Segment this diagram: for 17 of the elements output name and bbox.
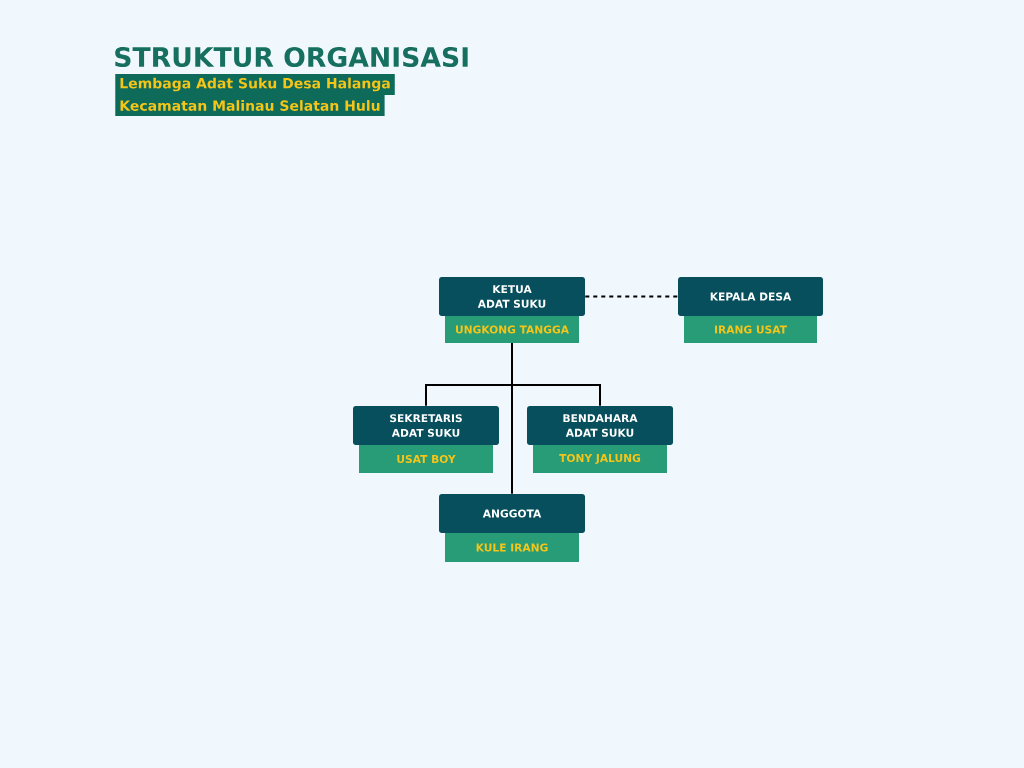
position-box: SEKRETARIS ADAT SUKU bbox=[353, 406, 499, 445]
position-box: BENDAHARA ADAT SUKU bbox=[527, 406, 673, 445]
name-box: TONY JALUNG bbox=[533, 445, 667, 473]
subtitle-band: Kecamatan Malinau Selatan Hulu bbox=[115, 95, 385, 116]
connector-line bbox=[584, 295, 679, 298]
node-label: Lembaga Adat Suku Desa Halanga bbox=[120, 77, 390, 92]
position-box: KETUA ADAT SUKU bbox=[439, 277, 585, 316]
name-box: IRANG USAT bbox=[684, 316, 817, 343]
name-box: KULE IRANG bbox=[445, 533, 579, 562]
name-box: USAT BOY bbox=[359, 445, 493, 473]
title: STRUKTUR ORGANISASI bbox=[115, 46, 468, 68]
connector-line bbox=[511, 342, 513, 495]
subtitle-band: Lembaga Adat Suku Desa Halanga bbox=[115, 74, 395, 95]
node-label: Kecamatan Malinau Selatan Hulu bbox=[120, 100, 380, 111]
position-box: KEPALA DESA bbox=[678, 277, 823, 316]
name-box: UNGKONG TANGGA bbox=[445, 316, 579, 343]
position-box: ANGGOTA bbox=[439, 494, 585, 533]
